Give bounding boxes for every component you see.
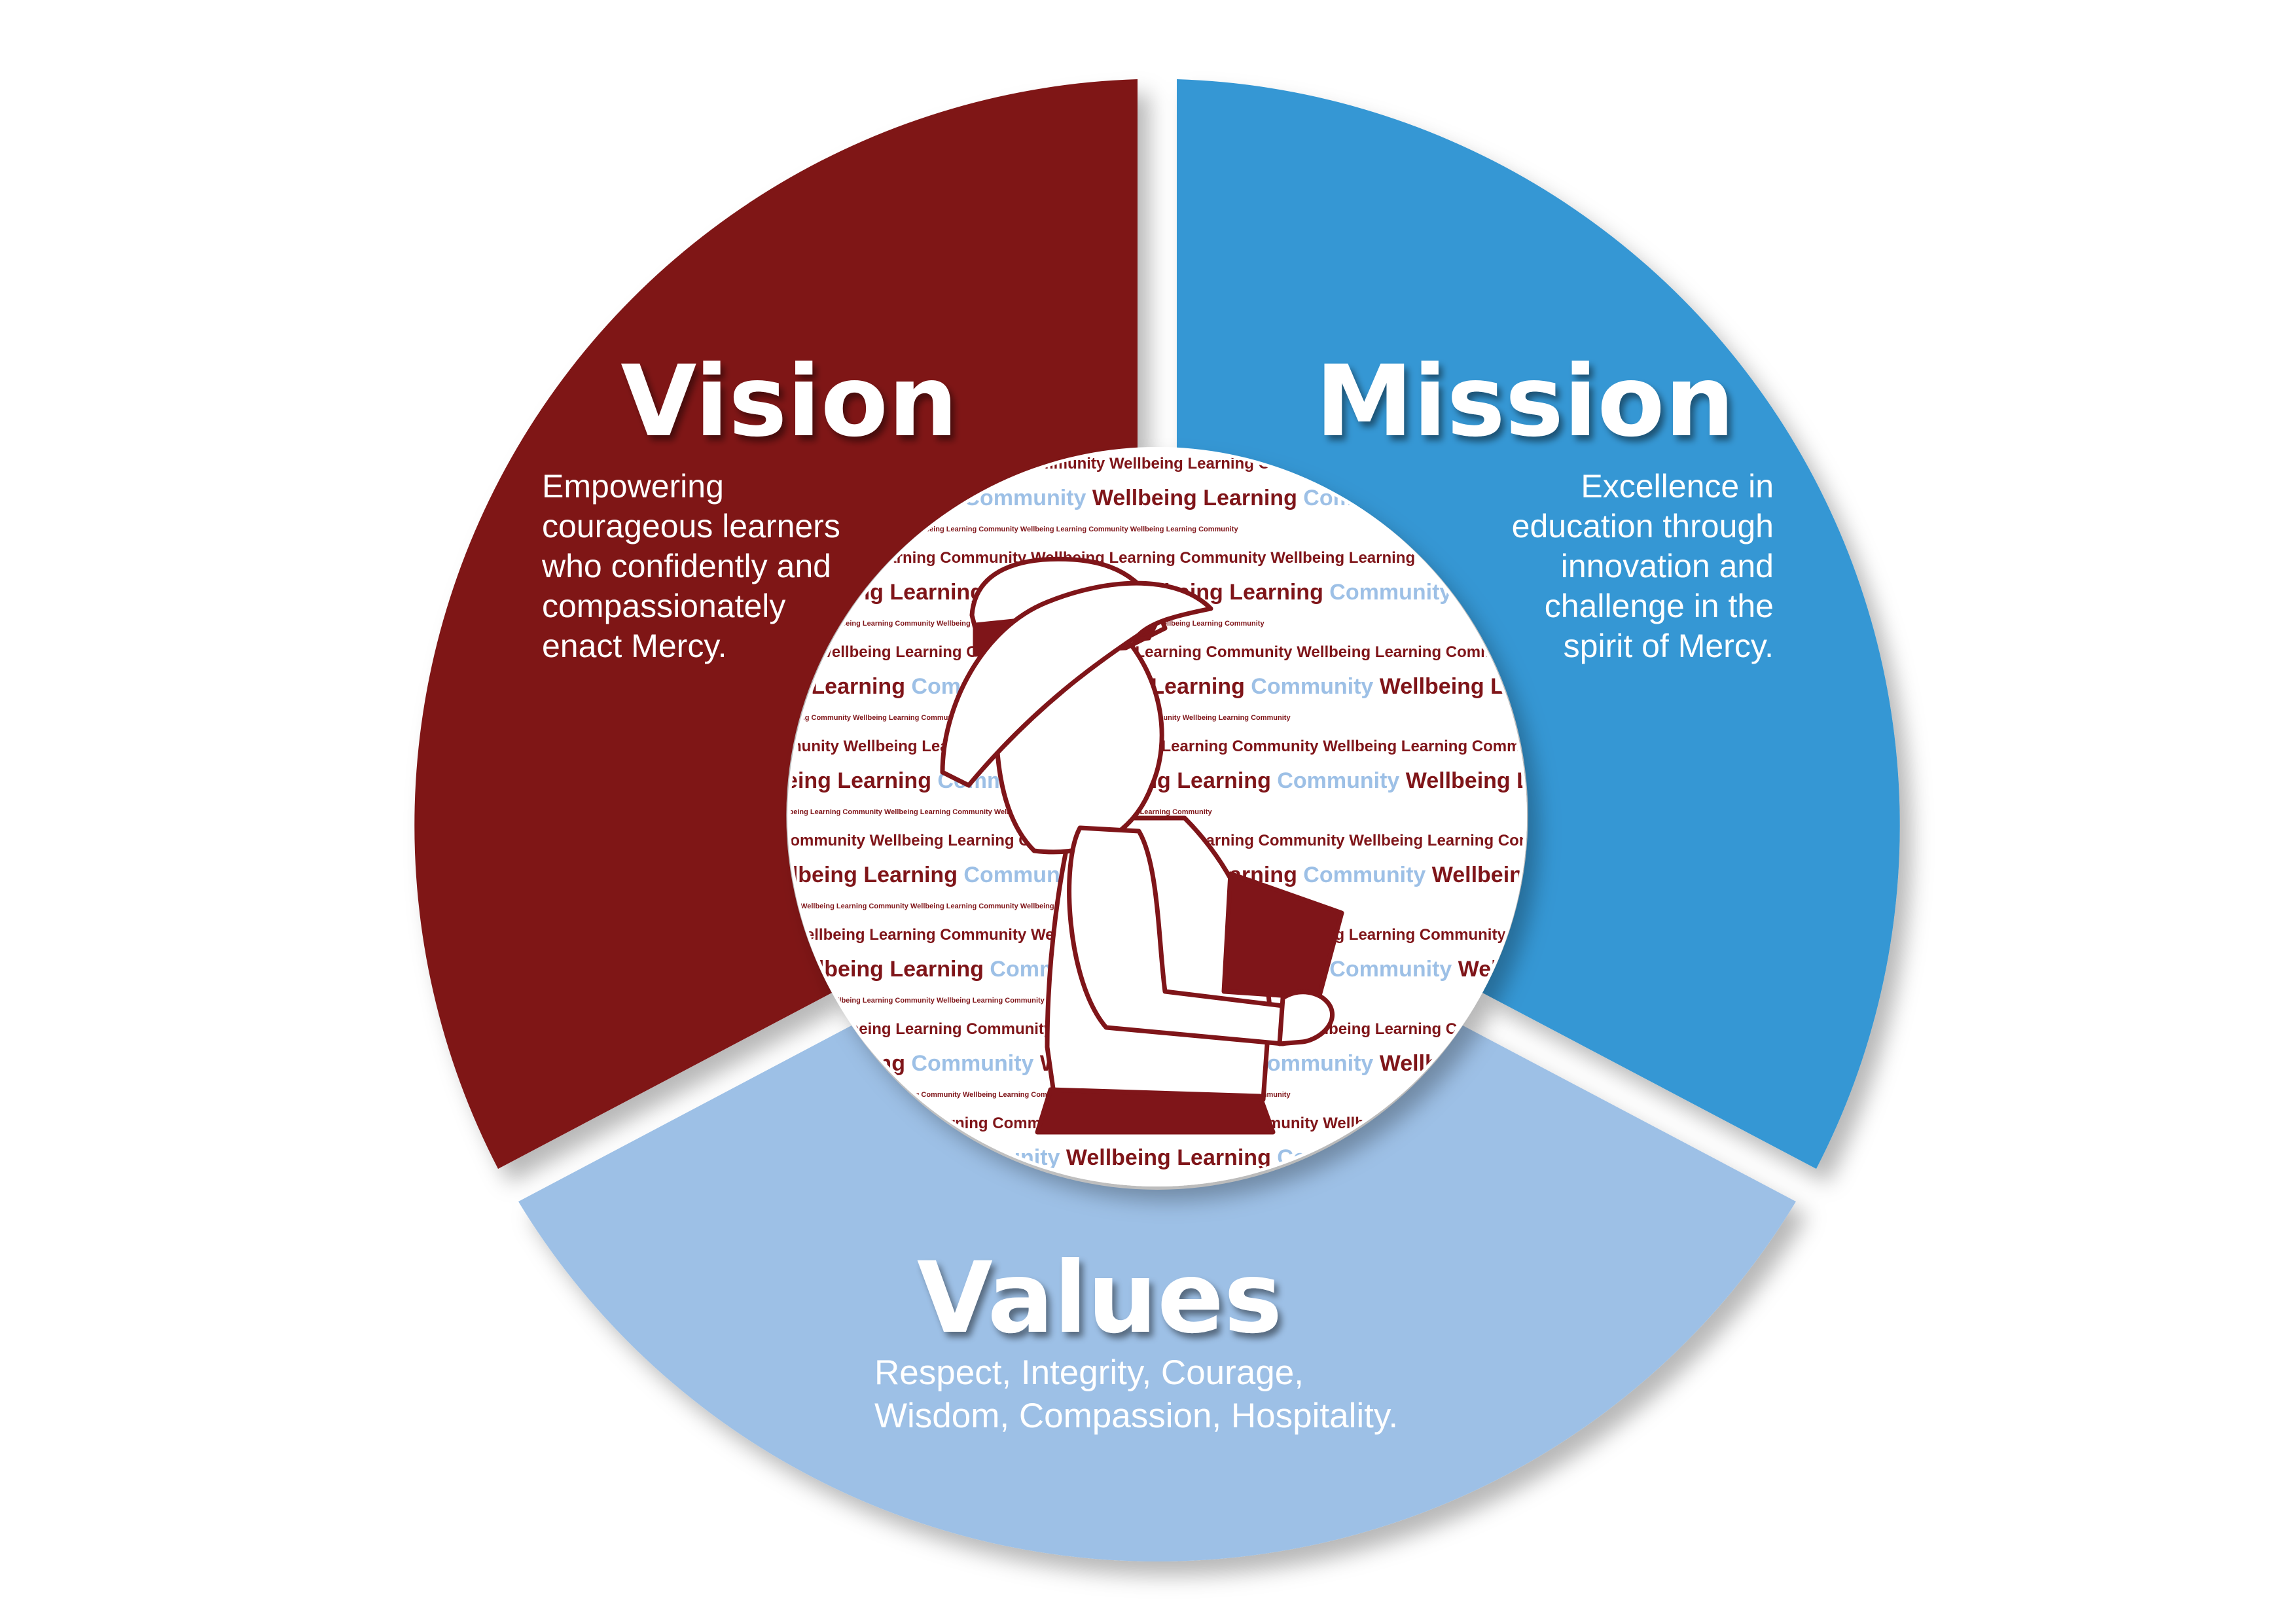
vision-description-line: compassionately — [542, 588, 785, 624]
mission-description-line: Excellence in — [1581, 468, 1774, 505]
values-description-line: Wisdom, Compassion, Hospitality. — [874, 1397, 1398, 1435]
mission-description-line: education through — [1512, 508, 1774, 544]
values-title: Values — [917, 1241, 1282, 1355]
mission-description-line: challenge in the — [1545, 588, 1774, 624]
vision-description-line: enact Mercy. — [542, 628, 727, 664]
mission-description-line: innovation and — [1561, 548, 1774, 584]
values-description: Respect, Integrity, Courage, Wisdom, Comp… — [874, 1353, 1398, 1435]
mission-title: Mission — [1316, 345, 1735, 459]
mission-segment — [1177, 79, 1900, 1169]
mission-description-line: spirit of Mercy. — [1564, 628, 1774, 664]
vision-segment — [414, 79, 1138, 1169]
center-emblem: Community Wellbeing Learning Community W… — [700, 447, 2263, 1186]
values-block: Values Respect, Integrity, Courage, Wisdo… — [874, 1241, 1398, 1435]
vision-description-line: who confidently and — [541, 548, 831, 584]
pattern-row: Wellbeing Learning Community Wellbeing L… — [700, 674, 2263, 699]
vision-description-line: Empowering — [542, 468, 724, 505]
values-segment — [518, 1026, 1796, 1561]
values-description-line: Respect, Integrity, Courage, — [874, 1353, 1304, 1392]
student-with-hat-and-book-icon — [940, 556, 1344, 1135]
vision-description-line: courageous learners — [542, 508, 840, 544]
vision-title: Vision — [620, 345, 958, 459]
ring-segments — [414, 79, 1900, 1561]
